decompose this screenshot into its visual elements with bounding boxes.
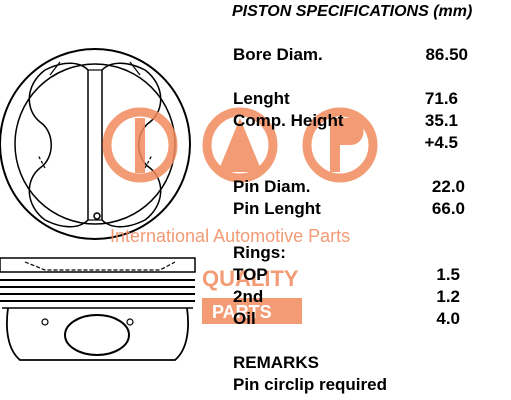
spec-title: PISTON SPECIFICATIONS (mm) xyxy=(232,3,473,20)
comp-height-label: Comp. Height xyxy=(233,111,344,130)
pin-diam-value: 22.0 xyxy=(431,177,465,196)
ring-top-label: TOP xyxy=(233,265,268,284)
watermark-quality: QUALITY xyxy=(202,266,299,291)
pin-diam-label: Pin Diam. xyxy=(233,177,311,196)
length-value: 71.6 xyxy=(424,89,458,108)
rings-heading: Rings: xyxy=(233,243,286,262)
ring-oil-label: Oil xyxy=(233,309,256,328)
piston-side-view xyxy=(0,257,196,361)
ring-top-value: 1.5 xyxy=(436,265,460,284)
length-label: Lenght xyxy=(233,89,290,108)
ring-second-label: 2nd xyxy=(233,287,264,306)
pin-length-value: 66.0 xyxy=(431,199,465,218)
bore-label: Bore Diam. xyxy=(233,45,323,64)
remarks-heading: REMARKS xyxy=(233,353,319,372)
ring-oil-value: 4.0 xyxy=(436,309,460,328)
watermark-parts: PARTS xyxy=(212,302,272,322)
comp-height-value: 35.1 xyxy=(424,111,458,130)
comp-height-extra: +4.5 xyxy=(424,133,458,152)
watermark-company: International Automotive Parts xyxy=(110,226,350,246)
bore-value: 86.50 xyxy=(425,45,468,64)
ring-second-value: 1.2 xyxy=(436,287,460,306)
pin-length-label: Pin Lenght xyxy=(233,199,321,218)
iap-logo-letters xyxy=(135,118,364,173)
remarks-text: Pin circlip required xyxy=(233,375,387,394)
